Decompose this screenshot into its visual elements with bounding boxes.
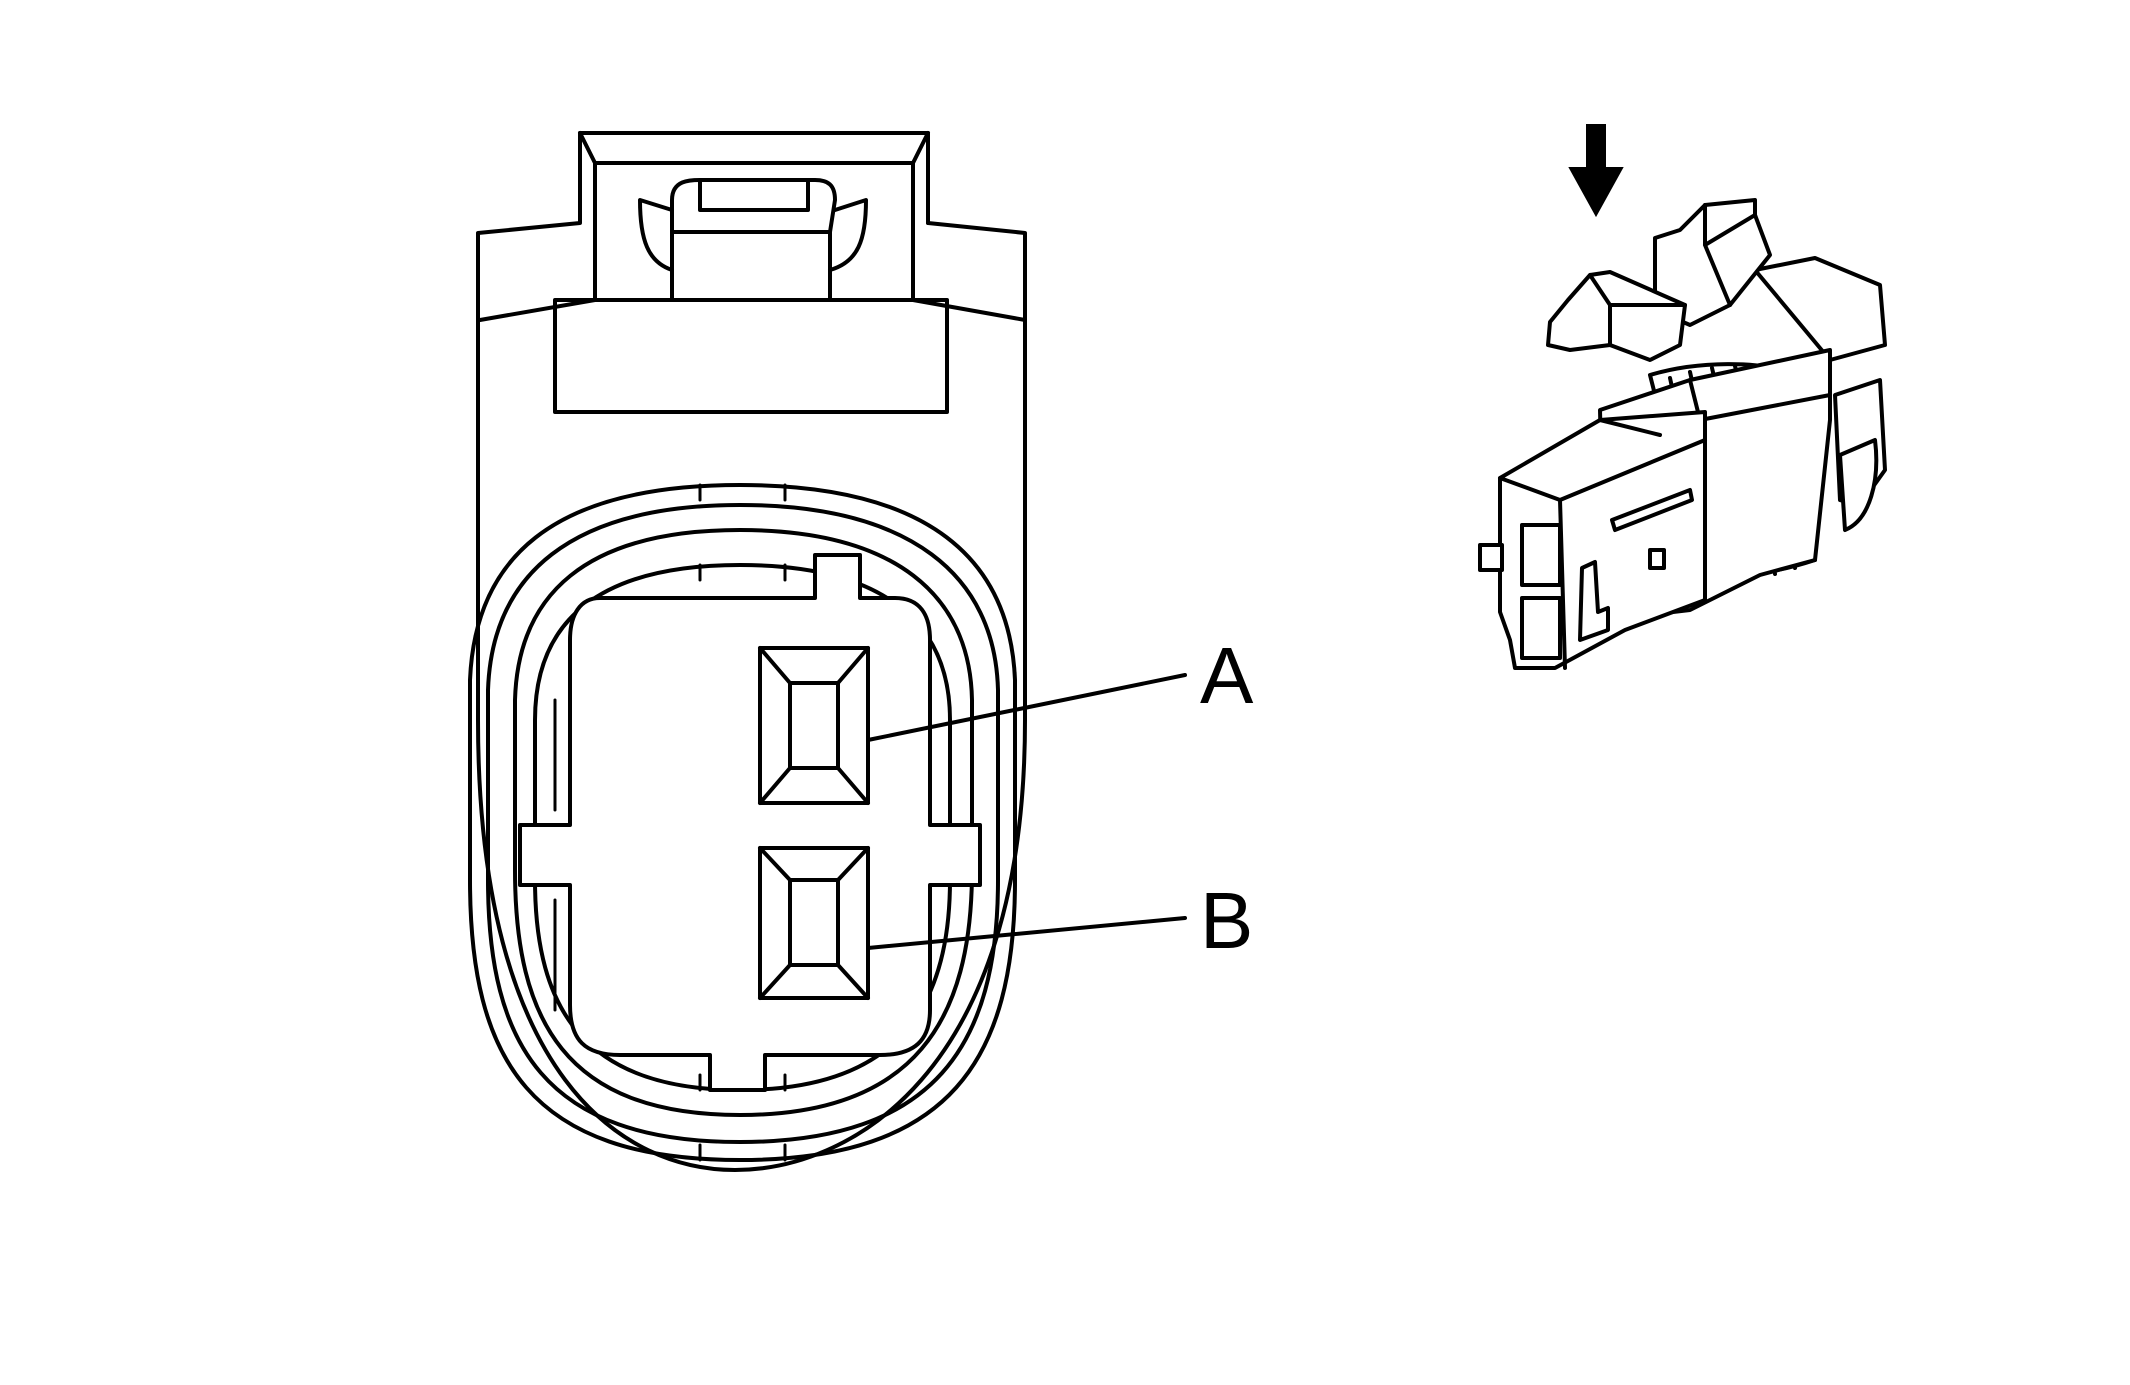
latch-tab [478, 131, 1027, 414]
connector-face-view: A B [468, 131, 1254, 1172]
down-arrow-icon [1568, 124, 1624, 218]
seal-lip [513, 528, 974, 1117]
outer-seal-ring [468, 483, 1017, 1162]
leader-line-a [866, 673, 1187, 742]
terminal-label-b: B [1200, 876, 1253, 965]
inner-seal-ring [486, 503, 1000, 1144]
leader-line-b [866, 916, 1187, 950]
terminal-label-a: A [1200, 631, 1254, 720]
terminal-cavity-a [758, 646, 870, 805]
connector-nose [1498, 410, 1707, 670]
terminal-housing [518, 553, 982, 1092]
terminal-cavity-b [758, 846, 870, 1000]
connector-isometric-view [1478, 124, 1887, 670]
